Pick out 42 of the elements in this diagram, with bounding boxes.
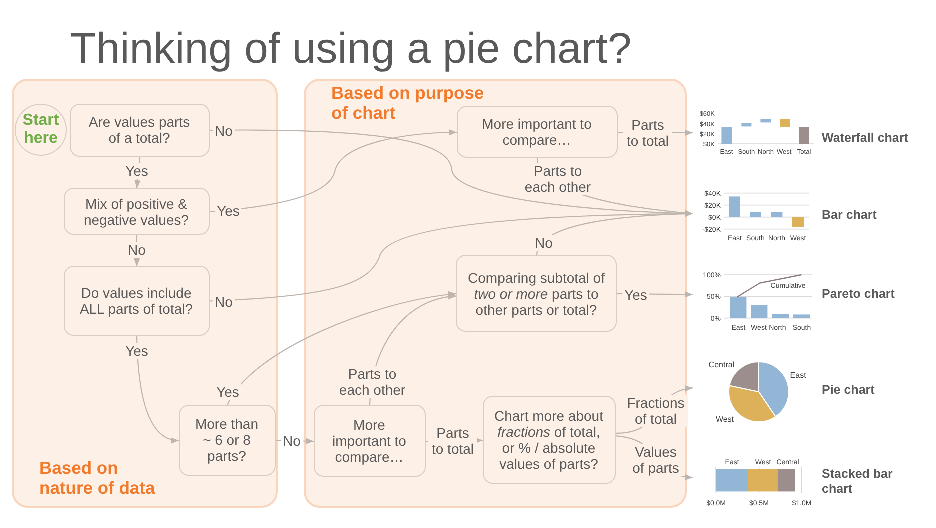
decision-box: Do values include ALL parts of total? xyxy=(64,266,210,336)
arrow xyxy=(276,438,314,445)
decision-box: Comparing subtotal of two or more parts to other parts or total? xyxy=(456,255,617,332)
arrow xyxy=(616,386,694,434)
chart-title: Bar chart xyxy=(822,208,878,222)
arrow xyxy=(618,291,693,298)
arrow xyxy=(616,436,694,480)
edge-label: No xyxy=(281,433,303,449)
arrow xyxy=(618,130,693,136)
edge-label: Parts to total xyxy=(428,425,478,457)
group-panel xyxy=(304,79,687,508)
decision-box: Mix of positive & negative values? xyxy=(64,188,210,235)
decision-box: Are values parts of a total? xyxy=(70,104,210,156)
chart-title: Pie chart xyxy=(822,382,876,398)
decision-box: More important to compare… xyxy=(456,106,618,158)
arrow xyxy=(227,292,457,406)
panel-heading: Based on nature of data xyxy=(40,458,156,498)
arrow xyxy=(136,336,180,444)
slice-label: Central xyxy=(708,360,735,370)
decision-box: More than ~ 6 or 8 parts? xyxy=(178,405,276,476)
chart-title: Stacked bar chart xyxy=(822,466,894,496)
edge-label: No xyxy=(126,242,148,258)
edge-label: Yes xyxy=(124,163,150,179)
chart-title: Waterfall chart xyxy=(822,130,910,146)
start-circle: Start here xyxy=(15,104,67,156)
edge-label: Parts to total xyxy=(624,117,672,149)
edge-label: No xyxy=(533,234,555,250)
edge-label: Yes xyxy=(622,287,650,303)
decision-box: More important to compare… xyxy=(314,405,426,477)
slice-label: East xyxy=(790,371,806,380)
group-panel xyxy=(12,79,278,508)
arrow xyxy=(134,156,141,189)
edge-label: Yes xyxy=(214,384,242,400)
arrow xyxy=(369,294,457,406)
arrow xyxy=(536,158,694,216)
title: Thinking of using a pie chart? xyxy=(70,24,632,74)
slice-label: West xyxy=(716,415,734,424)
decision-box: Chart more about fractions of total, or % / absolute values of parts? xyxy=(482,396,616,484)
arrow xyxy=(210,130,458,213)
arrow xyxy=(134,236,140,266)
edge-label: Yes xyxy=(124,342,150,358)
chart-title: Pareto chart xyxy=(822,286,896,302)
